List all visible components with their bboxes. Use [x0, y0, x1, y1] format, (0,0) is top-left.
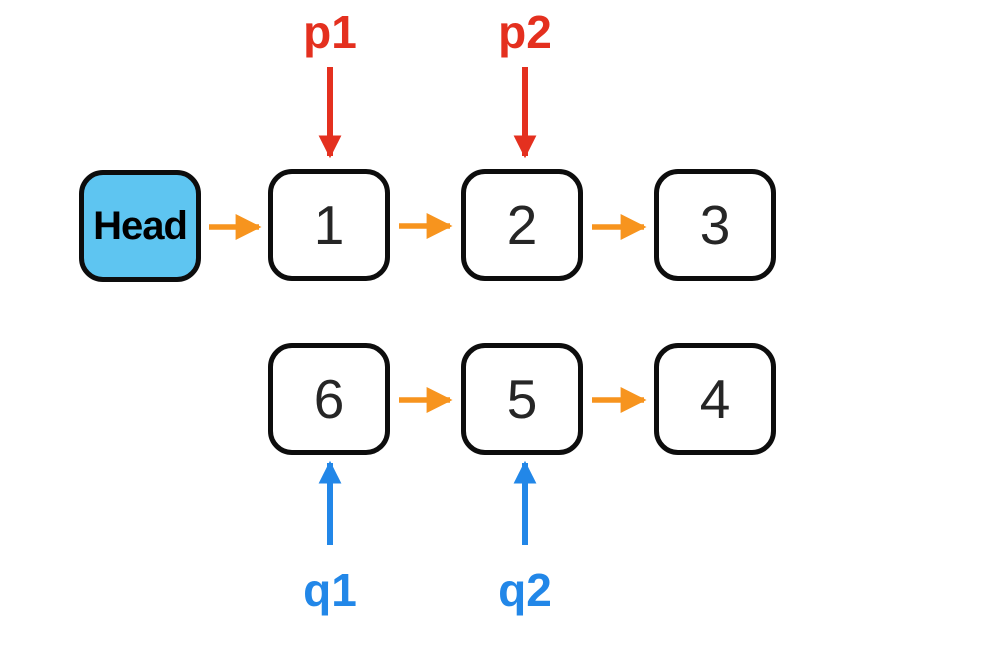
node-2: 2: [461, 169, 583, 281]
pointer-label-q2: q2: [498, 564, 552, 616]
pointer-label-q1: q1: [303, 564, 357, 616]
node-6: 6: [268, 343, 390, 455]
pointer-label-p2: p2: [498, 6, 552, 58]
pointer-label-p1: p1: [303, 6, 357, 58]
node-3: 3: [654, 169, 776, 281]
node-1: 1: [268, 169, 390, 281]
node-head: Head: [79, 170, 201, 282]
node-5: 5: [461, 343, 583, 455]
node-4: 4: [654, 343, 776, 455]
